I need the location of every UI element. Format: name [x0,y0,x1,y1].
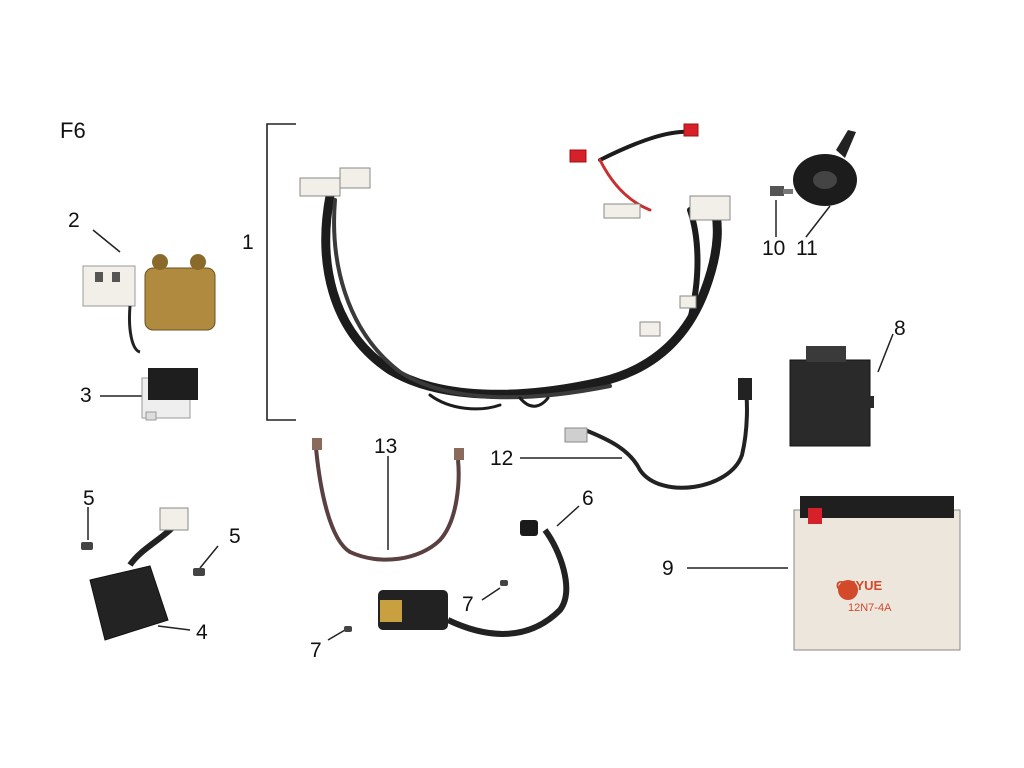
leader-lines [87,200,894,641]
callout-13: 13 [374,435,398,458]
callout-6: 6 [582,487,594,510]
battery-icon [793,496,961,651]
screw-icon [81,542,508,632]
diagram-title: F6 [60,118,86,143]
callout-10: 10 [762,237,786,260]
callout-7a: 7 [462,593,474,616]
callout-9: 9 [662,557,674,580]
callout-4: 4 [196,621,208,644]
callout-8: 8 [894,317,906,340]
harness-icon [299,123,731,411]
cdi-icon [789,346,874,447]
harness-bracket [266,123,296,421]
flasher-icon [141,368,198,421]
cable-icon [312,438,464,562]
callout-1: 1 [242,231,254,254]
callout-11: 11 [796,237,818,260]
callout-5a: 5 [83,487,95,510]
horn-icon [793,130,857,206]
regulator-icon [89,507,189,641]
battery-model: 12N7-4A [848,602,892,614]
callout-2: 2 [68,209,80,232]
callout-5b: 5 [229,525,241,548]
bolt-icon [770,186,793,196]
coil-icon [378,520,570,637]
switch-icon [564,378,752,490]
callout-7b: 7 [310,639,322,662]
relay-icon [82,254,216,354]
battery-brand: GUYUE [836,578,883,593]
callout-12: 12 [490,447,514,470]
callout-3: 3 [80,384,92,407]
